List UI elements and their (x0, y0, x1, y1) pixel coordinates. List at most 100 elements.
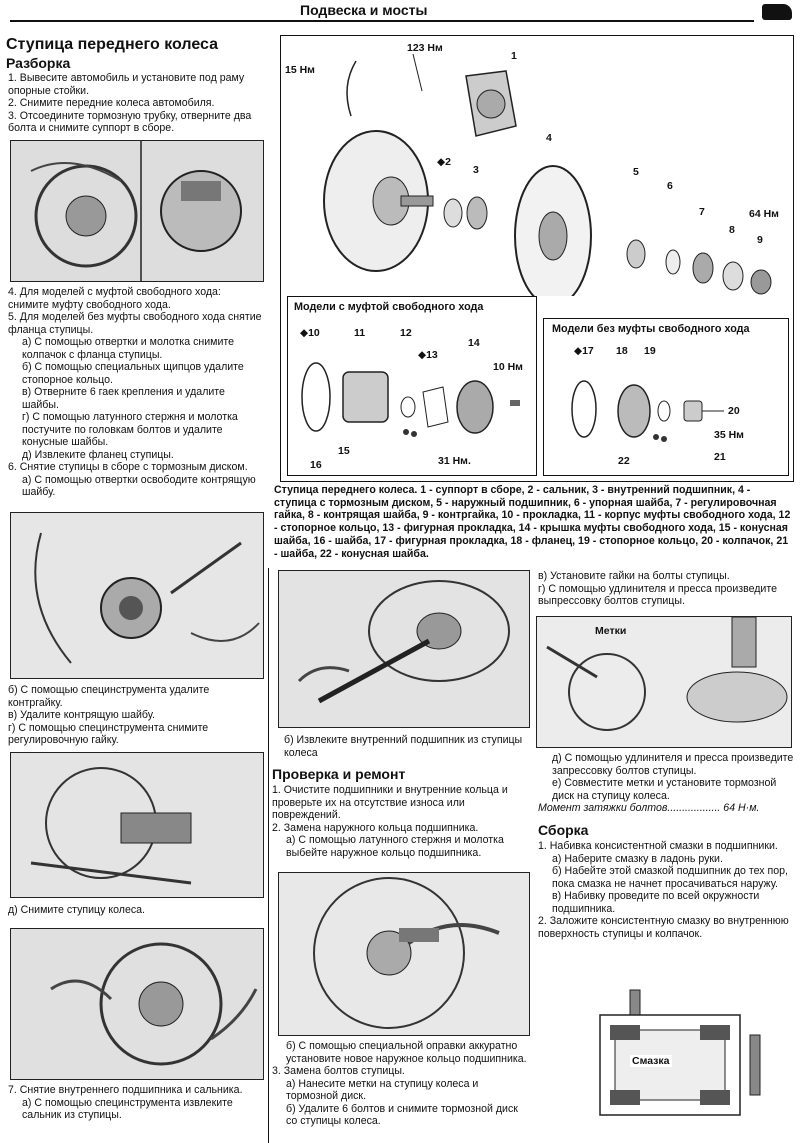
step: б) Набейте этой смазкой подшипник до тех… (552, 865, 788, 890)
step: 7. Снятие внутреннего подшипника и сальн… (8, 1084, 243, 1096)
steps-e: 7. Снятие внутреннего подшипника и сальн… (8, 1084, 264, 1122)
step: г) С помощью специнструмента снимите рег… (8, 721, 209, 747)
section-title: Ступица переднего колеса (6, 36, 218, 53)
part-number-label: 22 (618, 455, 630, 467)
photo-bearing-removal (278, 570, 530, 728)
photo-race-install (278, 872, 530, 1036)
step: д) Снимите ступицу колеса. (8, 904, 145, 916)
step: а) С помощью отвертки освободите контрящ… (22, 473, 256, 499)
exploded-diagram: 15 Нм 123 Нм 1 ◆2 3 4 5 6 7 64 Нм 8 9 Мо… (280, 35, 794, 482)
header-title: Подвеска и мосты (300, 2, 428, 18)
step: 4. Для моделей с муфтой свободного хода:… (8, 286, 221, 311)
step: д) Извлеките фланец ступицы. (22, 448, 174, 461)
photo-caliper-removal (10, 140, 264, 282)
photo-hub-removal (10, 928, 264, 1080)
photo-lock-washer (10, 512, 264, 679)
header-rule (10, 20, 754, 22)
part-number-label: 9 (757, 234, 763, 246)
step: в) Удалите контрящую шайбу. (8, 709, 155, 721)
part-number-label: 21 (714, 451, 726, 463)
step: 6. Снятие ступицы в сборе с тормозным ди… (8, 461, 248, 473)
steps-b: 4. Для моделей с муфтой свободного хода:… (8, 286, 264, 499)
steps-f: б) С помощью специальной оправки аккурат… (272, 1040, 530, 1128)
step: 1. Вывесите автомобиль и установите под … (8, 72, 245, 97)
subdiagram-title: Модели без муфты свободного хода (552, 323, 750, 335)
subdiagram-title: Модели с муфтой свободного хода (294, 301, 484, 313)
photo-bolt-press: Метки (536, 616, 792, 748)
check-steps: 1. Очистите подшипники и внутренние коль… (272, 784, 530, 859)
part-number-label: 6 (667, 180, 673, 192)
step: а) С помощью отвертки и молотка снимите … (22, 336, 235, 361)
step: в) Набивку проведите по всей окружности … (552, 890, 760, 915)
subdiagram-without-clutch: Модели без муфты свободного хода ◆17 18 … (543, 318, 789, 476)
part-number-label: 11 (354, 327, 366, 339)
step: а) Нанесите метки на ступицу колеса и то… (286, 1077, 479, 1103)
steps-right-top: в) Установите гайки на болты ступицы. г)… (538, 570, 794, 608)
step: г) С помощью латунного стержня и молотка… (22, 411, 238, 448)
diagram-caption: Ступица переднего колеса. 1 - суппорт в … (274, 484, 791, 560)
step: б) С помощью специальных щипцов удалите … (22, 361, 244, 386)
part-number-label: 8 (729, 224, 735, 236)
steps-a: 1. Вывесите автомобиль и установите под … (8, 72, 264, 135)
torque-label: 31 Нм. (438, 455, 471, 467)
column-divider (268, 568, 269, 1143)
exploded-diagram-art (323, 53, 772, 296)
part-number-label: ◆2 (437, 156, 451, 168)
part-number-label: 7 (699, 206, 705, 218)
subdiagram-with-clutch-art (301, 362, 520, 437)
step: 2. Замена наружного кольца подшипника. (272, 821, 479, 834)
part-number-label: 3 (473, 164, 479, 176)
step: б) С помощью специальной оправки аккурат… (286, 1040, 527, 1065)
torque-label: 15 Нм (285, 64, 315, 76)
step: 1. Набивка консистентной смазки в подшип… (538, 840, 778, 852)
photo-nut-removal (10, 752, 264, 898)
torque-spec: Момент затяжки болтов.................. … (538, 802, 794, 815)
brand-logo-icon (762, 4, 792, 20)
assembly-title: Сборка (538, 822, 589, 838)
steps-right-mid: д) С помощью удлинителя и пресса произве… (538, 752, 794, 802)
grease-diagram-art (599, 989, 761, 1116)
steps-c: б) С помощью специнструмента удалите кон… (8, 684, 264, 747)
torque-value: Момент затяжки болтов.................. … (538, 802, 760, 814)
part-number-label: 1 (511, 50, 517, 62)
step: в) Установите гайки на болты ступицы. (538, 570, 730, 582)
grease-diagram: Смазка (560, 985, 780, 1135)
subdiagram-without-clutch-art (571, 380, 724, 442)
photo-caption-bearing: б) Извлеките внутренний подшипник из сту… (284, 734, 534, 759)
part-number-label: 20 (728, 405, 740, 417)
torque-label: 10 Нм (493, 361, 523, 373)
part-number-label: ◆10 (300, 327, 320, 339)
caption: б) Извлеките внутренний подшипник из сту… (284, 734, 523, 759)
part-number-label: ◆13 (418, 349, 438, 361)
part-number-label: 5 (633, 166, 639, 178)
step: е) Совместите метки и установите тормозн… (552, 777, 777, 802)
step: б) С помощью специнструмента удалите кон… (8, 684, 210, 709)
subdiagram-with-clutch: Модели с муфтой свободного хода ◆10 11 1… (287, 296, 537, 476)
torque-label: 64 Нм (749, 208, 779, 220)
step: 3. Замена болтов ступицы. (272, 1065, 405, 1077)
part-number-label: ◆17 (574, 345, 594, 357)
step: д) С помощью удлинителя и пресса произве… (552, 752, 794, 777)
marks-label: Метки (595, 625, 627, 637)
torque-label: 35 Нм (714, 429, 744, 441)
part-number-label: 12 (400, 327, 412, 339)
step: г) С помощью удлинителя и пресса произве… (538, 582, 777, 608)
torque-label: 123 Нм (407, 42, 443, 54)
assembly-steps: 1. Набивка консистентной смазки в подшип… (538, 840, 794, 940)
step: в) Отверните 6 гаек крепления и удалите … (22, 386, 225, 411)
step: 1. Очистите подшипники и внутренние коль… (272, 784, 508, 821)
part-number-label: 14 (468, 337, 480, 349)
part-number-label: 15 (338, 445, 350, 457)
part-number-label: 18 (616, 345, 628, 357)
page-header: Подвеска и мосты (0, 0, 800, 22)
step: 2. Заложите консистентную смазку во внут… (538, 915, 789, 940)
step: а) С помощью латунного стержня и молотка… (286, 834, 504, 859)
part-number-label: 19 (644, 345, 656, 357)
check-title: Проверка и ремонт (272, 766, 406, 782)
step: 5. Для моделей без муфты свободного хода… (8, 311, 262, 336)
step: а) С помощью специнструмента извлеките с… (22, 1096, 233, 1122)
part-number-label: 16 (310, 459, 322, 471)
step: б) Удалите 6 болтов и снимите тормозной … (286, 1102, 518, 1128)
disassembly-title: Разборка (6, 55, 71, 71)
grease-label: Смазка (630, 1055, 672, 1068)
